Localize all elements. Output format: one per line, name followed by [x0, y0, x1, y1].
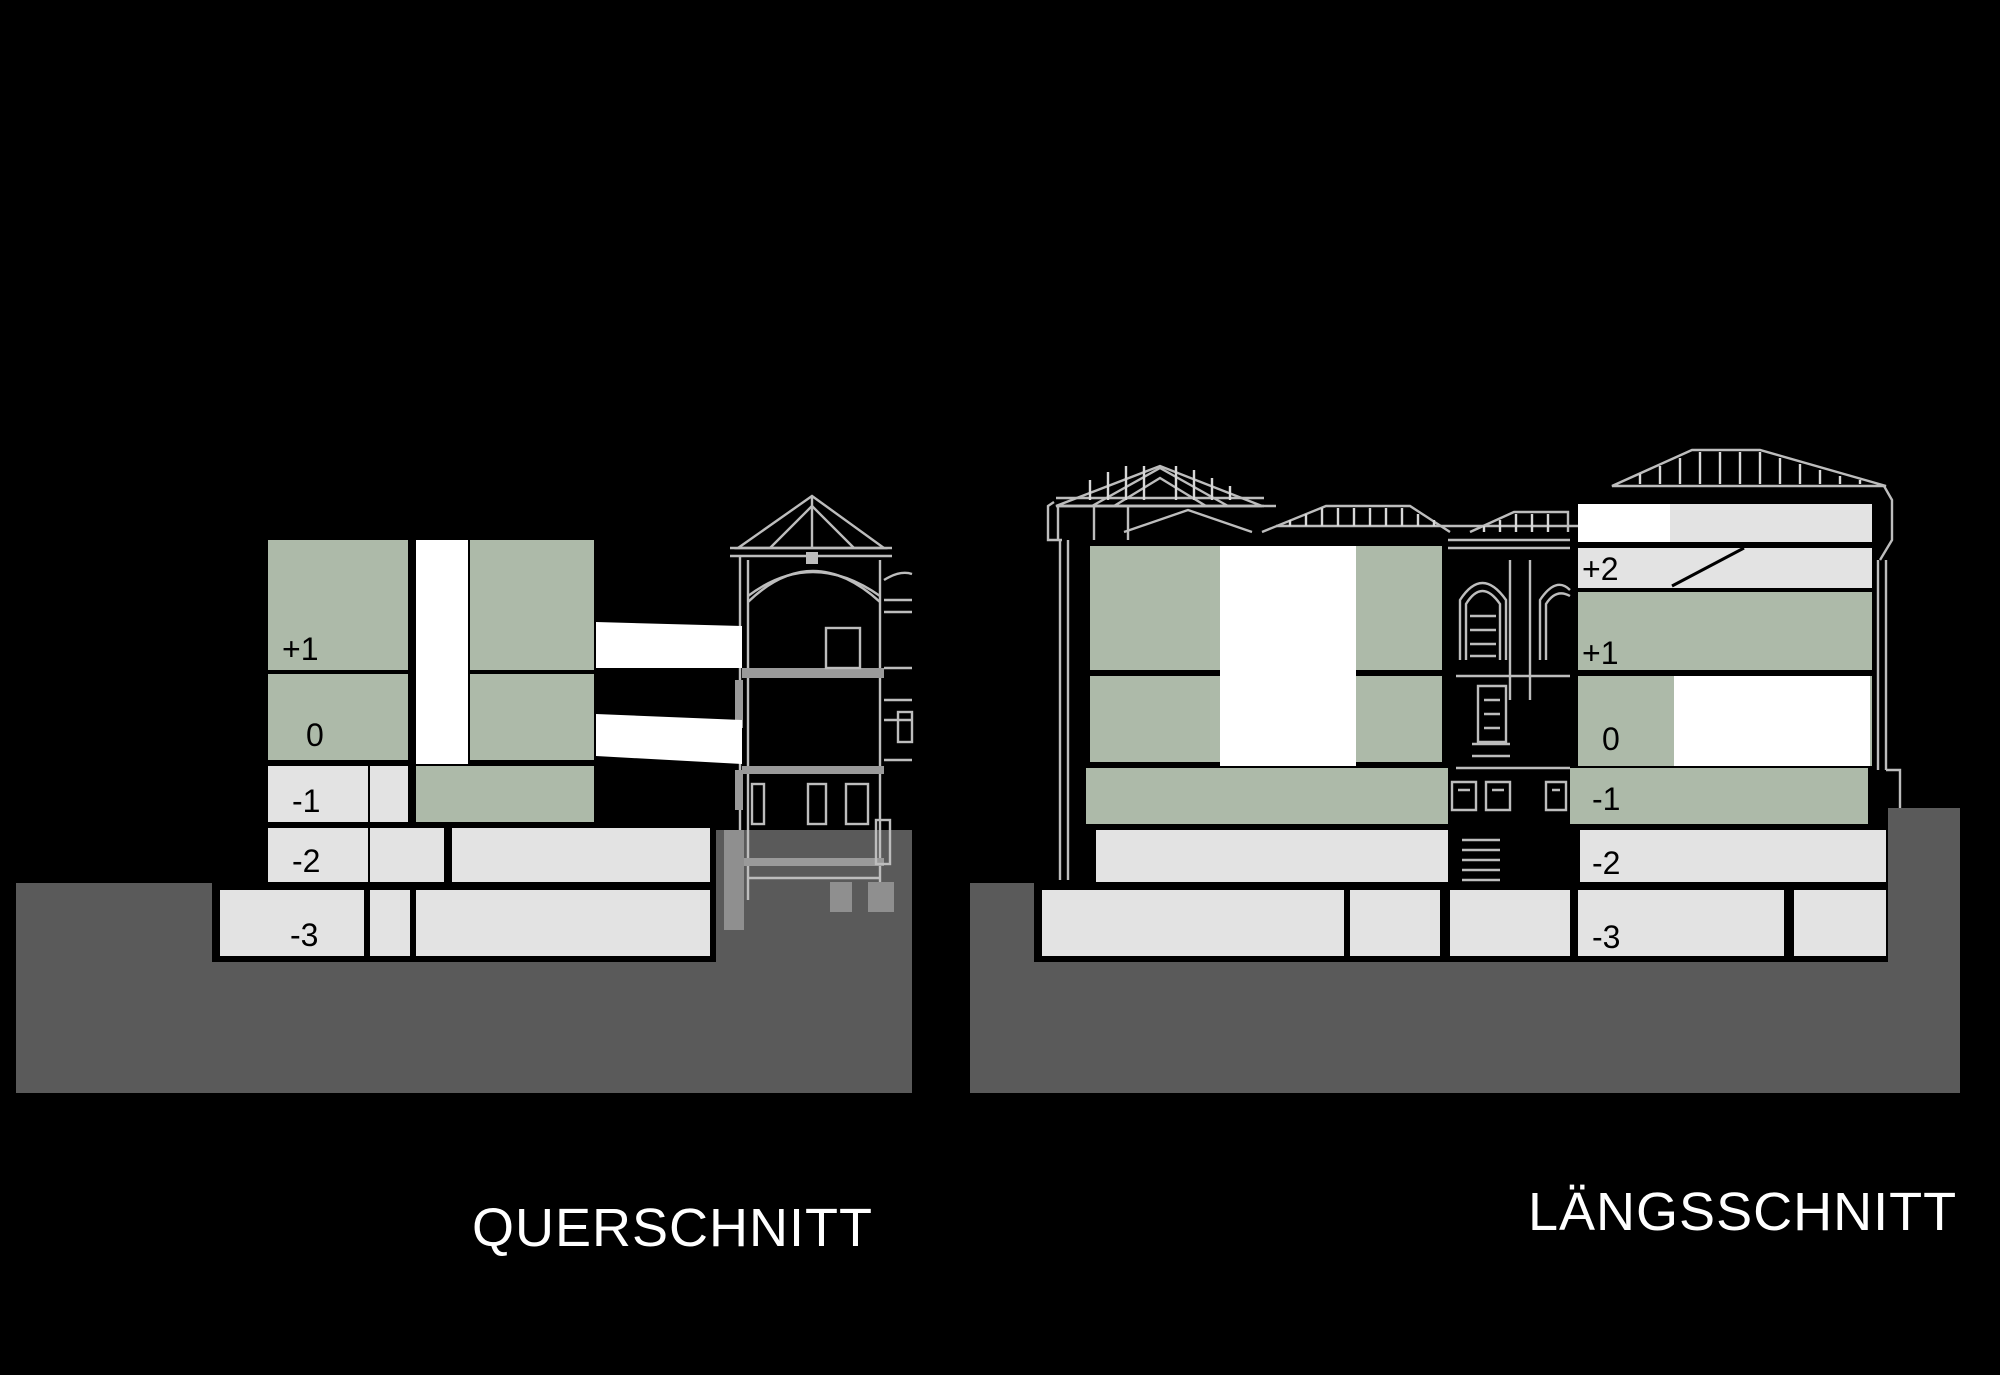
cross-section-title: QUERSCHNITT — [472, 1198, 873, 1258]
long-level-label-minus2: -2 — [1592, 845, 1620, 881]
long-floor-plus1-right — [1578, 592, 1872, 670]
cross-atrium-void — [416, 540, 468, 764]
cross-floor-plus1-right — [470, 540, 594, 670]
long-floor-plus2 — [1578, 548, 1872, 588]
long-floor-minus3-a — [1042, 890, 1344, 956]
cross-floor-0-right — [470, 674, 594, 760]
long-floor-minus1-left — [1086, 768, 1448, 824]
long-level-label-plus1: +1 — [1582, 635, 1618, 671]
existing-facade-middle — [1448, 538, 1571, 882]
cross-floor-0-left — [268, 674, 408, 760]
long-level-label-minus3: -3 — [1592, 919, 1620, 955]
cross-level-label-minus1: -1 — [292, 783, 320, 819]
long-atrium-void — [1220, 546, 1356, 766]
cross-floor-minus1-left — [268, 766, 368, 822]
cross-floor-minus3-left — [220, 890, 364, 956]
existing-building-long — [1046, 448, 1902, 882]
cross-level-label-0: 0 — [306, 717, 324, 753]
cross-floor-minus1-right — [416, 766, 594, 822]
existing-building-cross — [724, 494, 914, 930]
cross-bridge-lower — [596, 714, 742, 764]
long-level-label-minus1: -1 — [1592, 781, 1620, 817]
long-section-title: LÄNGSSCHNITT — [1528, 1182, 1957, 1242]
long-level-label-plus2: +2 — [1582, 551, 1618, 587]
long-floor-minus3-right — [1578, 890, 1784, 956]
ground-cross — [16, 830, 912, 1093]
cross-level-label-plus1: +1 — [282, 631, 318, 667]
long-void-0-right — [1674, 676, 1870, 766]
cross-section: +1 0 -1 -2 -3 QUERSCHNITT — [16, 494, 914, 1258]
ground-long — [970, 808, 1960, 1093]
long-floor-minus2-left — [1096, 830, 1448, 882]
longitudinal-section: +2 +1 0 -1 -2 -3 LÄNGSSCHNITT — [970, 448, 1960, 1242]
cross-floor-minus2-left — [268, 828, 368, 882]
long-floor-minus1-right — [1570, 768, 1868, 824]
cross-floor-plus1-left — [268, 540, 408, 670]
cross-level-label-minus3: -3 — [290, 917, 318, 953]
cross-bridge-upper — [596, 622, 742, 668]
cross-floor-minus3-right — [416, 890, 710, 956]
long-floor-minus2-right — [1580, 830, 1886, 882]
long-level-label-0: 0 — [1602, 721, 1620, 757]
cross-level-label-minus2: -2 — [292, 843, 320, 879]
cross-floor-minus2-right — [452, 828, 710, 882]
